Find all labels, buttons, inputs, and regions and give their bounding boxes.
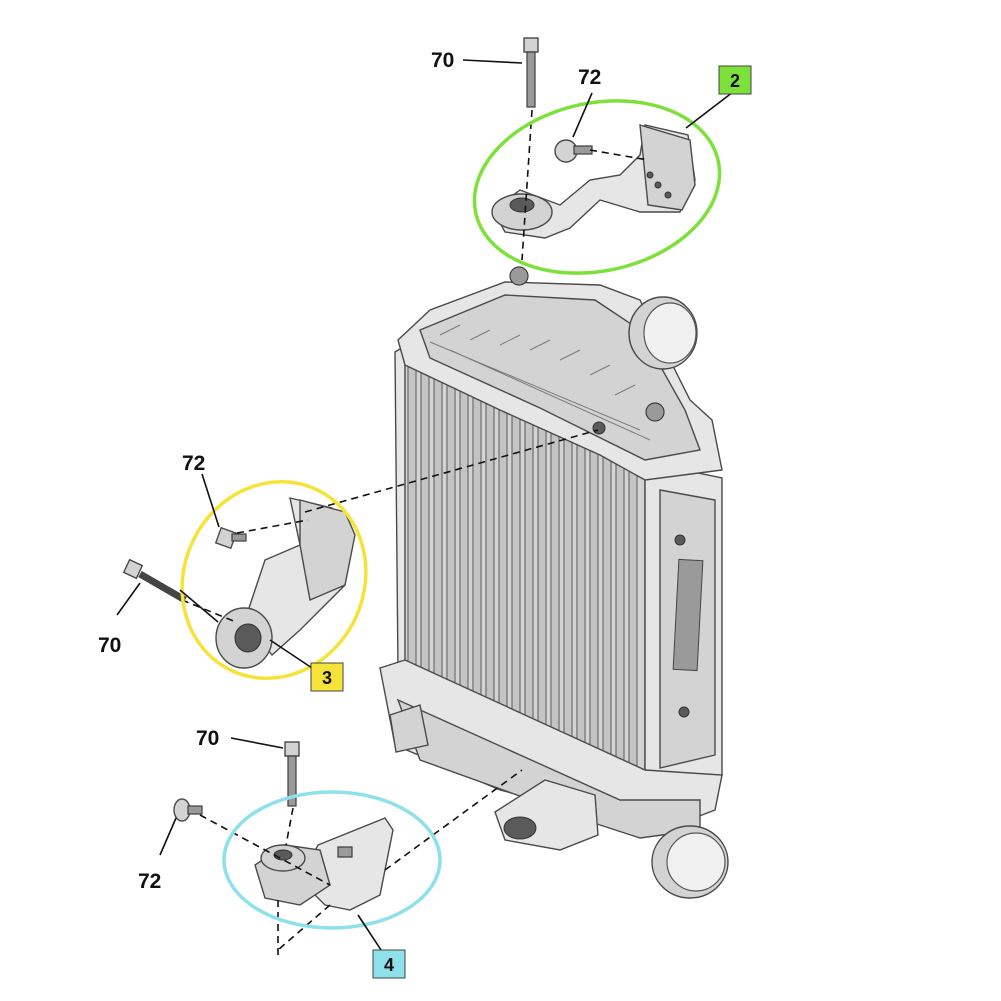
- cooling-fin: [407, 357, 417, 686]
- cooling-fin: [446, 374, 456, 704]
- cooling-fin: [537, 415, 547, 744]
- cooling-fin: [589, 438, 599, 767]
- callout-part-4: 4: [372, 949, 406, 979]
- cooling-fin: [459, 380, 469, 709]
- cooling-fin: [628, 455, 638, 784]
- highlight-ellipse-part-4: [222, 790, 442, 930]
- intercooler-top-tank: [397, 266, 723, 481]
- cooling-fin: [602, 443, 612, 773]
- cooling-fin: [524, 409, 534, 738]
- label-bolt-70-top: 70: [431, 49, 454, 72]
- bolt-70-bottom: [284, 741, 300, 807]
- label-screw-72-left: 72: [182, 452, 205, 475]
- intercooler-bottom-tank: [379, 659, 729, 899]
- bolt-70-top: [523, 37, 539, 108]
- label-screw-72-top: 72: [578, 66, 601, 89]
- screw-72-bottom: [173, 798, 203, 822]
- cooling-fin: [433, 368, 443, 698]
- cooling-fin: [576, 432, 586, 761]
- cooling-fin: [485, 391, 495, 721]
- cooling-fin: [615, 449, 625, 779]
- cooling-fin: [498, 397, 508, 727]
- callout-part-4-text: 4: [384, 955, 394, 975]
- label-bolt-70-left: 70: [98, 634, 121, 657]
- highlight-ellipse-part-3: [180, 479, 368, 681]
- callout-part-2: 2: [718, 65, 752, 95]
- screw-72-top: [554, 139, 593, 163]
- cooling-fin: [550, 420, 560, 750]
- label-screw-72-bottom: 72: [138, 870, 161, 893]
- cooling-fin: [472, 386, 482, 715]
- label-bolt-70-bottom: 70: [196, 727, 219, 750]
- intercooler-core: [394, 338, 723, 791]
- callout-part-3: 3: [310, 662, 344, 692]
- cooling-fin: [563, 426, 573, 756]
- assembly-lines: [181, 109, 649, 955]
- screw-72-left: [214, 526, 247, 550]
- leader-lines: [116, 59, 734, 954]
- callout-part-3-text: 3: [322, 668, 332, 688]
- bracket-part-2: [491, 124, 696, 239]
- callout-part-2-text: 2: [730, 71, 740, 91]
- bracket-part-4: [254, 817, 394, 911]
- bracket-part-3: [215, 497, 356, 669]
- highlight-ellipse-part-2: [472, 99, 722, 275]
- cooling-fin: [420, 363, 430, 692]
- bolt-70-left: [122, 558, 187, 604]
